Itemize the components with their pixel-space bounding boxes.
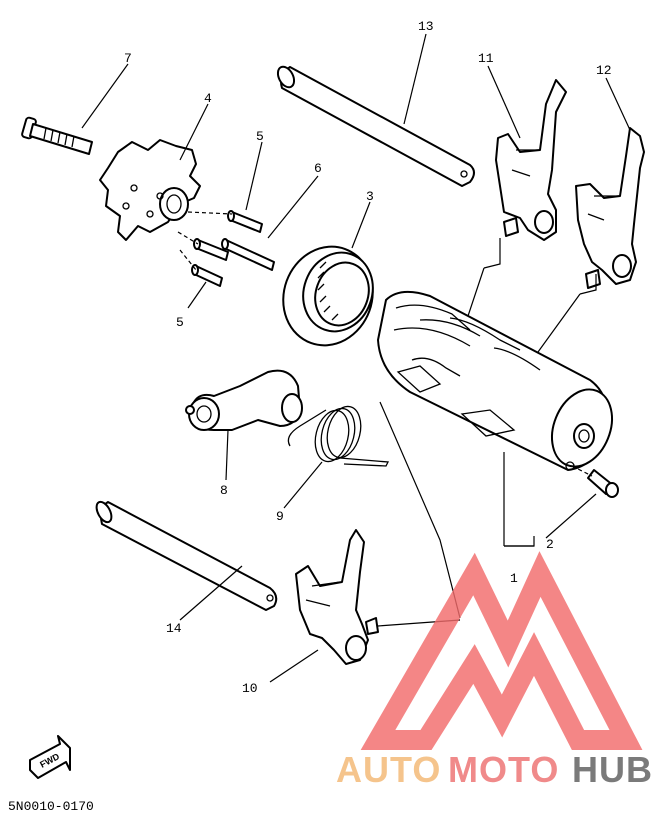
stopper-lever (185, 369, 303, 431)
callout-5-upper: 5 (256, 129, 264, 144)
shift-fork-shaft-upper (276, 65, 475, 187)
watermark-logo (360, 551, 643, 750)
shift-fork-11 (495, 79, 567, 241)
watermark-auto: AUTO (336, 749, 441, 790)
screw (21, 116, 93, 155)
drum-pin (571, 465, 619, 498)
shift-fork-10 (295, 529, 379, 665)
logo-mark-icon (360, 551, 643, 750)
callout-9: 9 (276, 509, 284, 524)
callout-1: 1 (510, 571, 518, 586)
callout-5-lower: 5 (176, 315, 184, 330)
callout-7: 7 (124, 51, 132, 66)
callout-4: 4 (204, 91, 212, 106)
callout-11: 11 (478, 51, 494, 66)
callout-10: 10 (242, 681, 258, 696)
torsion-spring (287, 405, 390, 467)
callout-13: 13 (418, 19, 434, 34)
drawing-code: 5N0010-0170 (8, 799, 94, 814)
watermark-hub: HUB (572, 749, 653, 790)
fwd-arrow: FWD (29, 735, 71, 779)
callout-2: 2 (546, 537, 554, 552)
shift-drum-segment (99, 139, 201, 241)
callout-14: 14 (166, 621, 182, 636)
callout-3: 3 (366, 189, 374, 204)
shift-drum (377, 290, 613, 471)
callout-12: 12 (596, 63, 612, 78)
shift-fork-12 (575, 127, 645, 289)
needle-bearing (282, 245, 374, 347)
watermark-moto: MOTO (448, 749, 559, 790)
callout-8: 8 (220, 483, 228, 498)
callout-labels: 1 2 3 4 5 5 6 7 8 9 10 11 12 13 14 (124, 19, 612, 696)
callout-6: 6 (314, 161, 322, 176)
shift-fork-shaft-lower (95, 500, 278, 611)
watermark-text: AUTO MOTO HUB (336, 749, 653, 790)
dowel-pins (177, 210, 275, 287)
